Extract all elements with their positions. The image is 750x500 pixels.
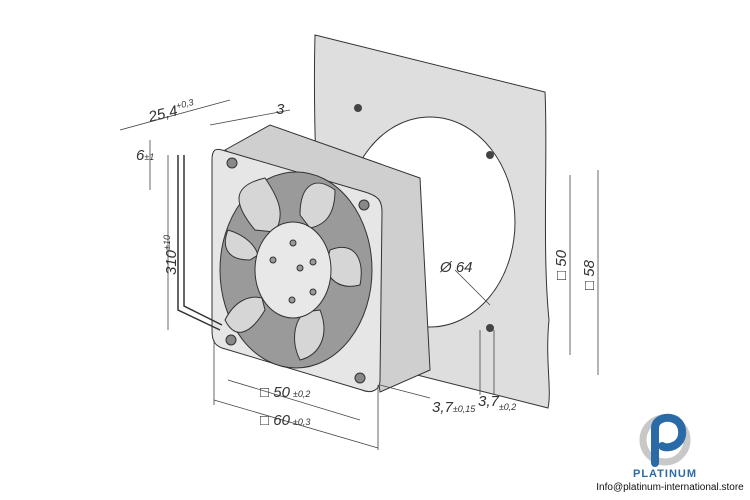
dim-lead-length: 310 [163,249,180,275]
svg-text:□ 50±0,2: □ 50±0,2 [260,384,310,401]
fan-blades [224,177,362,361]
dim-frame-size: □ 60 [260,412,291,429]
dim-cutout-diameter: Ø 64 [439,259,473,276]
dimension-lines [119,99,599,450]
lead-wires [177,155,223,331]
svg-text:25,4+0,3: 25,4+0,3 [146,97,197,126]
dim-flange: 3 [276,101,285,118]
panel-hole [486,324,494,332]
svg-text:6±1: 6±1 [136,147,154,164]
dim-lead-offset: 6 [136,147,145,164]
fan-hub [254,221,332,319]
panel-hole [486,151,494,159]
dim-hole-panel: 3,7 [478,393,500,410]
dim-depth: 25,4 [146,102,179,126]
svg-text:310±10: 310±10 [162,235,180,275]
contact-email: Info@platinum-international.store [596,482,744,493]
brand-name: PLATINUM [632,468,697,480]
dim-hole-spacing: □ 50 [260,384,291,401]
panel-hole [354,104,362,112]
dim-panel-hole-spacing: □ 50 [553,249,570,280]
svg-text:3,7±0,15: 3,7±0,15 [432,399,476,416]
dim-hole-fan: 3,7 [432,399,454,416]
platinum-logo [639,413,691,467]
dim-panel-size: □ 58 [581,259,598,290]
svg-text:□ 60±0,3: □ 60±0,3 [260,412,310,429]
svg-text:3,7±0,2: 3,7±0,2 [478,393,516,412]
